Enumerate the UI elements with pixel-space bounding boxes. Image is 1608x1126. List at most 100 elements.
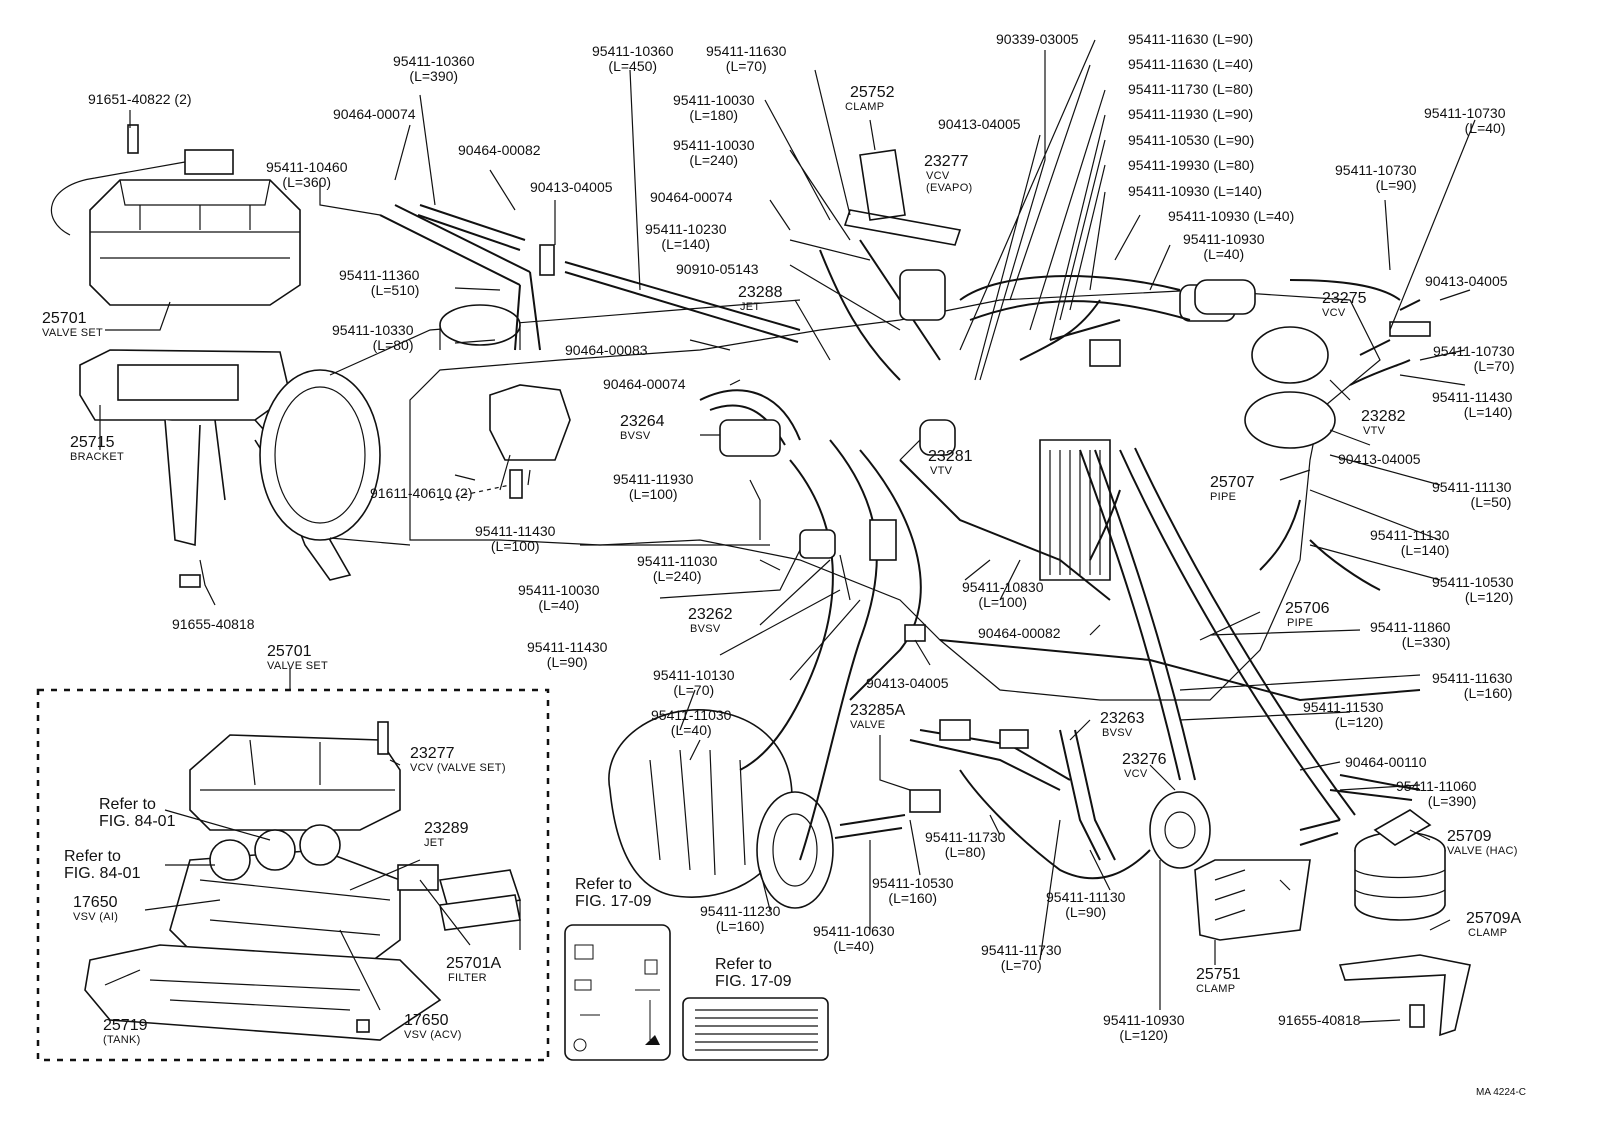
label-95411-10730-70: 95411-10730 (L=70): [1433, 343, 1515, 374]
label-95411-11430-100: 95411-11430 (L=100): [475, 523, 556, 554]
label-90464-00110: 90464-00110: [1345, 754, 1427, 770]
label-91651-40822: 91651-40822 (2): [88, 91, 192, 107]
label-95411-10530-120: 95411-10530 (L=120): [1432, 574, 1514, 605]
leader-lines: [99, 39, 1476, 1023]
label-90413-04005-e: 90413-04005: [866, 675, 949, 691]
label-23275-vcv: 23275: [1322, 290, 1367, 307]
label-23288-jet-sub: JET: [740, 301, 761, 313]
label-25701-valve-set: 25701: [42, 310, 87, 327]
label-90413-04005-b: 90413-04005: [938, 116, 1021, 132]
label-95411-11930-90: 95411-11930 (L=90): [1128, 106, 1254, 122]
label-95411-11630-40: 95411-11630 (L=40): [1128, 56, 1254, 72]
label-91655-40818-b: 91655-40818: [1278, 1012, 1361, 1028]
label-inset-25719-sub: (TANK): [103, 1034, 141, 1046]
label-95411-10330: 95411-10330 (L=80): [332, 322, 414, 353]
label-95411-11630-160: 95411-11630 (L=160): [1432, 670, 1513, 701]
label-inset-17650-acv: 17650: [404, 1012, 449, 1029]
label-25715-bracket-sub: BRACKET: [70, 451, 125, 463]
label-90413-04005-d: 90413-04005: [1338, 451, 1421, 467]
label-ref-fig-17-09-b: Refer to FIG. 17-09: [715, 956, 792, 990]
label-95411-11360: 95411-11360 (L=510): [339, 267, 420, 298]
label-90339-03005: 90339-03005: [996, 31, 1079, 47]
label-25751-clamp: 25751: [1196, 966, 1241, 983]
label-95411-11730-80-a: 95411-11730 (L=80): [1128, 81, 1254, 97]
label-95411-11060: 95411-11060 (L=390): [1396, 778, 1477, 809]
vcv-23276-drawing: [1149, 791, 1211, 869]
label-23288-jet: 23288: [738, 284, 783, 301]
label-95411-10030-180: 95411-10030 (L=180): [673, 92, 755, 123]
distributor-drawing: [608, 709, 834, 909]
label-inset-17650-acv-sub: VSV (ACV): [404, 1029, 462, 1041]
label-23263-bvsv: 23263: [1100, 710, 1145, 727]
label-95411-11130-50: 95411-11130 (L=50): [1432, 479, 1512, 510]
label-23282-vtv: 23282: [1361, 408, 1406, 425]
label-25707-pipe: 25707: [1210, 474, 1255, 491]
label-95411-11430-140: 95411-11430 (L=140): [1432, 389, 1513, 420]
label-23263-bvsv-sub: BVSV: [1102, 727, 1133, 739]
label-95411-10930-40-a: 95411-10930 (L=40): [1168, 208, 1295, 224]
label-23262-bvsv-sub: BVSV: [690, 623, 721, 635]
label-23262-bvsv: 23262: [688, 606, 733, 623]
label-25706-pipe-sub: PIPE: [1287, 617, 1314, 629]
inset-valve-set-drawing: [84, 721, 522, 1041]
label-23281-vtv-sub: VTV: [930, 465, 953, 477]
label-25707-pipe-sub: PIPE: [1210, 491, 1237, 503]
label-25709a-clamp-sub: CLAMP: [1468, 927, 1508, 939]
label-23264-bvsv-sub: BVSV: [620, 430, 651, 442]
label-90464-00083: 90464-00083: [565, 342, 648, 358]
label-23285a-valve-sub: VALVE: [850, 719, 886, 731]
label-95411-10360-450: 95411-10360 (L=450): [592, 43, 674, 74]
label-inset-23289: 23289: [424, 820, 469, 837]
label-23282-vtv-sub: VTV: [1363, 425, 1386, 437]
label-inset-25701a: 25701A: [446, 955, 502, 972]
label-95411-10930-120: 95411-10930 (L=120): [1103, 1012, 1185, 1043]
label-90413-04005-a: 90413-04005: [530, 179, 613, 195]
ref-box-2: [682, 997, 829, 1061]
label-95411-10460: 95411-10460 (L=360): [266, 159, 348, 190]
label-90464-00074-a: 90464-00074: [333, 106, 416, 122]
label-inset-23277-sub: VCV (VALVE SET): [410, 762, 506, 774]
label-25751-clamp-sub: CLAMP: [1196, 983, 1236, 995]
label-90413-04005-c: 90413-04005: [1425, 273, 1508, 289]
label-95411-11860: 95411-11860 (L=330): [1370, 619, 1451, 650]
label-95411-11630-90: 95411-11630 (L=90): [1128, 31, 1254, 47]
label-inset-ref-84-01-b: Refer to FIG. 84-01: [64, 848, 141, 882]
label-95411-11930-100: 95411-11930 (L=100): [613, 471, 694, 502]
hac-valve-drawing: [1354, 809, 1446, 921]
label-95411-10930-140: 95411-10930 (L=140): [1128, 183, 1263, 199]
label-95411-19930-80: 95411-19930 (L=80): [1128, 157, 1255, 173]
label-95411-10630: 95411-10630 (L=40): [813, 923, 895, 954]
label-95411-10730-90: 95411-10730 (L=90): [1335, 162, 1417, 193]
air-cleaner-ring: [259, 299, 801, 546]
label-95411-11230: 95411-11230 (L=160): [700, 903, 781, 934]
label-95411-10030-240-a: 95411-10030 (L=240): [673, 137, 755, 168]
label-95411-10130: 95411-10130 (L=70): [653, 667, 735, 698]
label-90464-00082-a: 90464-00082: [458, 142, 541, 158]
label-23275-vcv-sub: VCV: [1322, 307, 1346, 319]
label-25701-valve-set-sub: VALVE SET: [42, 327, 103, 339]
label-25752-clamp: 25752: [850, 84, 895, 101]
figure-code: MA 4224-C: [1476, 1087, 1527, 1098]
label-95411-10830: 95411-10830 (L=100): [962, 579, 1044, 610]
label-inset-ref-84-01-a: Refer to FIG. 84-01: [99, 796, 176, 830]
label-90464-00074-c: 90464-00074: [603, 376, 686, 392]
label-91611-40610: 91611-40610 (2): [370, 485, 473, 501]
label-95411-11530: 95411-11530 (L=120): [1303, 699, 1384, 730]
ref-box-1: [564, 924, 671, 1061]
label-inset-25701a-sub: FILTER: [448, 972, 487, 984]
label-95411-11130-140: 95411-11130 (L=140): [1370, 527, 1450, 558]
label-95411-10530-90: 95411-10530 (L=90): [1128, 132, 1255, 148]
label-95411-11030-40: 95411-11030 (L=40): [651, 707, 732, 738]
label-23276-vcv-sub: VCV: [1124, 768, 1148, 780]
label-95411-11130-90: 95411-11130 (L=90): [1046, 889, 1126, 920]
label-95411-11030-240: 95411-11030 (L=240): [637, 553, 718, 584]
clamp-drawings: [843, 149, 1471, 1037]
label-25706-pipe: 25706: [1285, 600, 1330, 617]
engine-outline: [409, 284, 1381, 701]
label-95411-10030-40: 95411-10030 (L=40): [518, 582, 600, 613]
hose-fittings: [539, 244, 1431, 813]
label-inset-17650-ai: 17650: [73, 894, 118, 911]
label-inset-23277: 23277: [410, 745, 455, 762]
label-25709a-clamp: 25709A: [1466, 910, 1522, 927]
